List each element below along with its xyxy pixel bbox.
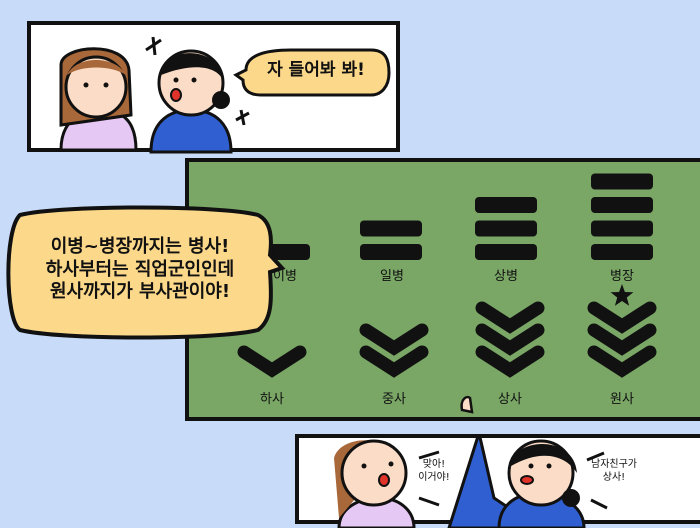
- panel-top: 자 들어봐 봐!: [27, 21, 400, 154]
- speech-right-bottom: 남자친구가 상사!: [584, 458, 644, 484]
- rank-label-jungsa: 중사: [382, 392, 406, 407]
- rank-label-sangsa: 상사: [498, 392, 522, 407]
- speech-line: 원사까지가 부사관이야!: [49, 281, 231, 302]
- rank-label-ilbyeong: 일병: [380, 269, 404, 284]
- speech-line: 상사!: [602, 472, 626, 483]
- rank-chevron: [475, 301, 545, 334]
- star-icon: [610, 284, 634, 306]
- rank-insignia: [237, 173, 657, 378]
- rank-label-ibyeong: 이병: [273, 269, 297, 284]
- rank-bar: [591, 197, 653, 213]
- speech-line: 이거야!: [418, 472, 450, 483]
- characters-bottom: [334, 438, 608, 528]
- speech-line: 이병~병장까지는 병사!: [50, 236, 230, 257]
- rank-bar: [475, 197, 537, 213]
- rank-bar: [475, 244, 537, 260]
- panel-bottom: 맞아! 이거야! 남자친구가 상사!: [295, 434, 700, 528]
- rank-chevron: [587, 301, 657, 334]
- rank-chevron: [359, 345, 429, 378]
- speech-line: 남자친구가: [591, 459, 637, 470]
- speech-bubble-left-shape: [6, 205, 286, 340]
- rank-chevron: [475, 323, 545, 356]
- characters-top: [59, 36, 391, 154]
- rank-chevron: [587, 323, 657, 356]
- rank-chevron: [475, 345, 545, 378]
- rank-label-sangbyeong: 상병: [494, 269, 518, 284]
- rank-bar: [591, 220, 653, 237]
- rank-bar: [591, 173, 653, 190]
- rank-bar: [360, 220, 422, 237]
- rank-label-byeongjang: 병장: [610, 269, 634, 284]
- rank-bar: [591, 244, 653, 260]
- rank-chevron: [237, 345, 307, 378]
- speech-line: 하사부터는 직업군인인데: [45, 258, 235, 280]
- speech-left-bottom: 맞아! 이거야!: [414, 458, 454, 484]
- speech-bubble-left: 이병~병장까지는 병사! 하사부터는 직업군인인데 원사까지가 부사관이야!: [15, 236, 265, 304]
- rank-label-wonsa: 원사: [610, 392, 634, 407]
- pointing-hand: [460, 395, 474, 414]
- speech-bubble-top: 자 들어봐 봐!: [267, 60, 365, 80]
- speech-line: 맞아!: [422, 459, 446, 470]
- rank-chevron: [587, 345, 657, 378]
- rank-chevron: [359, 323, 429, 356]
- rank-bar: [475, 220, 537, 237]
- rank-bar: [360, 244, 422, 260]
- rank-label-hasa: 하사: [260, 392, 284, 407]
